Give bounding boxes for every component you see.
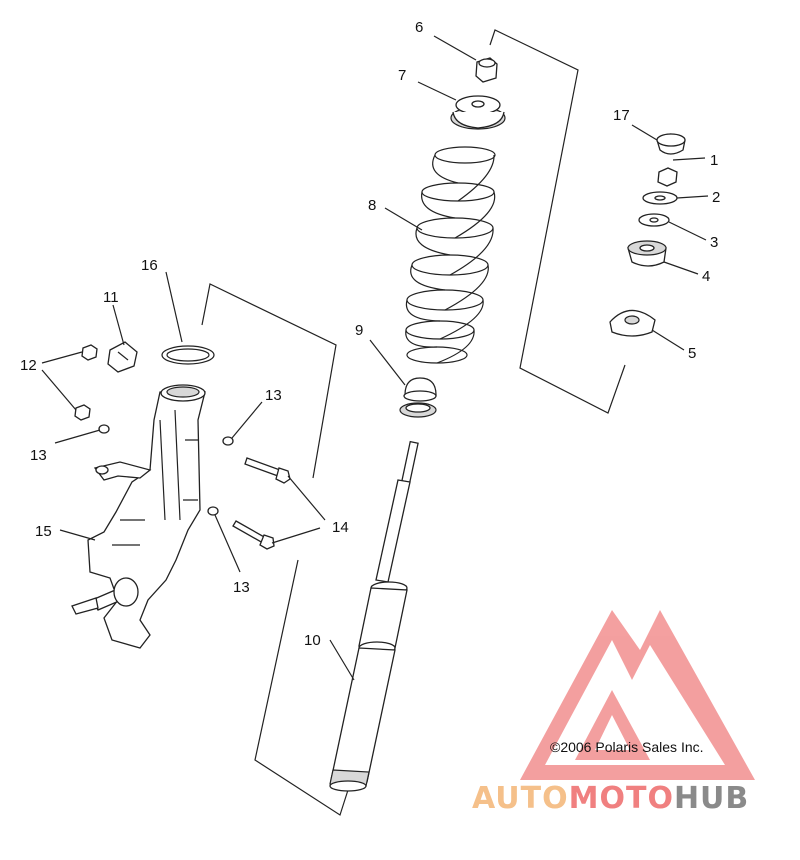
part-13-washer-c xyxy=(207,506,219,516)
part-7-spring-seat xyxy=(450,95,506,130)
callout-15: 15 xyxy=(35,523,52,540)
part-12-nut-lower xyxy=(74,404,91,421)
callout-7: 7 xyxy=(398,67,406,84)
callout-10: 10 xyxy=(304,632,321,649)
part-8-coil-spring xyxy=(405,146,496,364)
bracket-lines xyxy=(201,29,626,816)
callout-3: 3 xyxy=(710,234,718,251)
callout-13-left: 13 xyxy=(30,447,47,464)
callout-2: 2 xyxy=(712,189,720,206)
part-13-washer-b xyxy=(222,436,234,446)
part-14-bolt-upper xyxy=(244,457,291,484)
callout-4: 4 xyxy=(702,268,710,285)
part-2-washer xyxy=(642,191,678,205)
callout-14: 14 xyxy=(332,519,349,536)
part-10-shock-absorber xyxy=(329,440,419,792)
callout-8: 8 xyxy=(368,197,376,214)
part-13-washer-a xyxy=(98,424,110,434)
part-1-nut xyxy=(657,167,678,187)
part-5-mount xyxy=(609,309,656,337)
part-12-nut-upper xyxy=(81,344,98,361)
watermark-text: AUTOMOTOHUB xyxy=(472,781,749,816)
part-3-washer xyxy=(638,213,670,227)
part-4-bushing xyxy=(627,240,667,267)
callout-13-lower: 13 xyxy=(233,579,250,596)
callout-12: 12 xyxy=(20,357,37,374)
part-15-knuckle xyxy=(71,384,206,649)
part-14-bolt-lower xyxy=(232,520,275,550)
callout-labels: 1 2 3 4 5 6 7 8 9 10 11 12 13 13 13 14 1… xyxy=(20,19,720,649)
part-16-o-ring xyxy=(161,345,215,365)
watermark-hub: HUB xyxy=(674,781,749,816)
callout-16: 16 xyxy=(141,257,158,274)
part-11-clip xyxy=(107,341,138,373)
callout-5: 5 xyxy=(688,345,696,362)
leader-lines xyxy=(41,35,709,681)
callout-17: 17 xyxy=(613,107,630,124)
callout-11: 11 xyxy=(103,289,119,306)
callout-9: 9 xyxy=(355,322,363,339)
part-6-nut xyxy=(475,57,498,83)
watermark-auto: AUTO xyxy=(472,781,569,816)
part-9-bump-stop xyxy=(399,377,437,418)
callout-6: 6 xyxy=(415,19,423,36)
watermark-moto: MOTO xyxy=(569,781,674,816)
copyright-text: ©2006 Polaris Sales Inc. xyxy=(550,739,704,755)
part-17-top-cap xyxy=(656,133,686,155)
callout-1: 1 xyxy=(710,152,718,169)
watermark-logo xyxy=(520,610,755,780)
callout-13-upper: 13 xyxy=(265,387,282,404)
